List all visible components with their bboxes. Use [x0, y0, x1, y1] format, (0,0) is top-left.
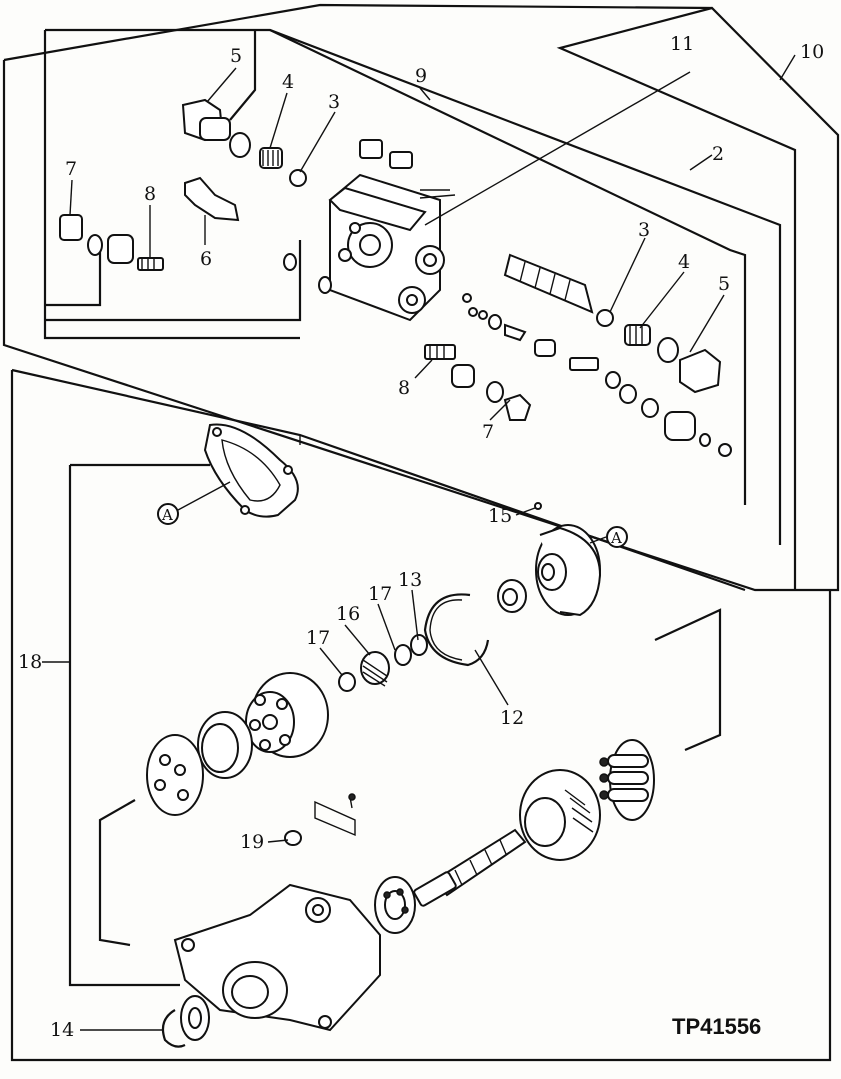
callout-16: 16: [336, 603, 360, 625]
valve-parts-left: [59, 98, 332, 294]
callout-17-lower: 17: [306, 627, 330, 649]
callout-5-right: 5: [718, 273, 730, 295]
callout-7-upper-left: 7: [65, 158, 77, 180]
callout-12: 12: [500, 707, 524, 729]
callout-7-lower: 7: [482, 421, 494, 443]
callout-14: 14: [50, 1019, 74, 1041]
callout-11: 11: [670, 33, 694, 55]
group-outlines: [2, 3, 840, 1062]
callout-19: 19: [240, 831, 264, 853]
reference-label-a-gasket: A: [161, 506, 173, 524]
callout-labels: 11 10 5 4 9 3 2 7 8 3 6 4 5 8 7 15 13 17…: [18, 33, 824, 1041]
callout-2: 2: [712, 143, 724, 165]
callout-9: 9: [415, 65, 427, 87]
callout-18: 18: [18, 651, 42, 673]
reference-marker-a-plate: [606, 526, 628, 548]
bearing-ring: [423, 579, 527, 667]
callout-13: 13: [398, 569, 422, 591]
callout-8-lower: 8: [398, 377, 410, 399]
shaft-seals: [161, 995, 210, 1048]
leader-lines: [42, 54, 796, 1031]
callout-10: 10: [800, 41, 824, 63]
swash-plate-and-shaft: [374, 769, 601, 934]
reference-label-a-plate: A: [610, 529, 622, 547]
reference-markers: A A: [157, 503, 628, 548]
callout-4-upper-left: 4: [282, 71, 294, 93]
piston-assembly: [599, 739, 655, 821]
motor-housing: [173, 793, 381, 1032]
callout-4-right: 4: [678, 251, 690, 273]
callout-17-upper: 17: [368, 583, 392, 605]
valve-parts-right: [424, 253, 732, 457]
callout-8-upper-left: 8: [144, 183, 156, 205]
valve-plate: [534, 502, 602, 617]
reference-marker-a-gasket: [157, 503, 179, 525]
drawing-code: TP41556: [672, 1014, 761, 1039]
callout-6: 6: [200, 248, 212, 270]
callout-3-upper-left: 3: [328, 91, 340, 113]
cylinder-block: [146, 672, 329, 816]
gasket: [203, 423, 299, 518]
callout-3-right: 3: [638, 219, 650, 241]
callout-5-upper-left: 5: [230, 45, 242, 67]
callout-15: 15: [488, 505, 512, 527]
valve-housing: [328, 139, 456, 322]
spring-washer-set: [338, 634, 428, 692]
